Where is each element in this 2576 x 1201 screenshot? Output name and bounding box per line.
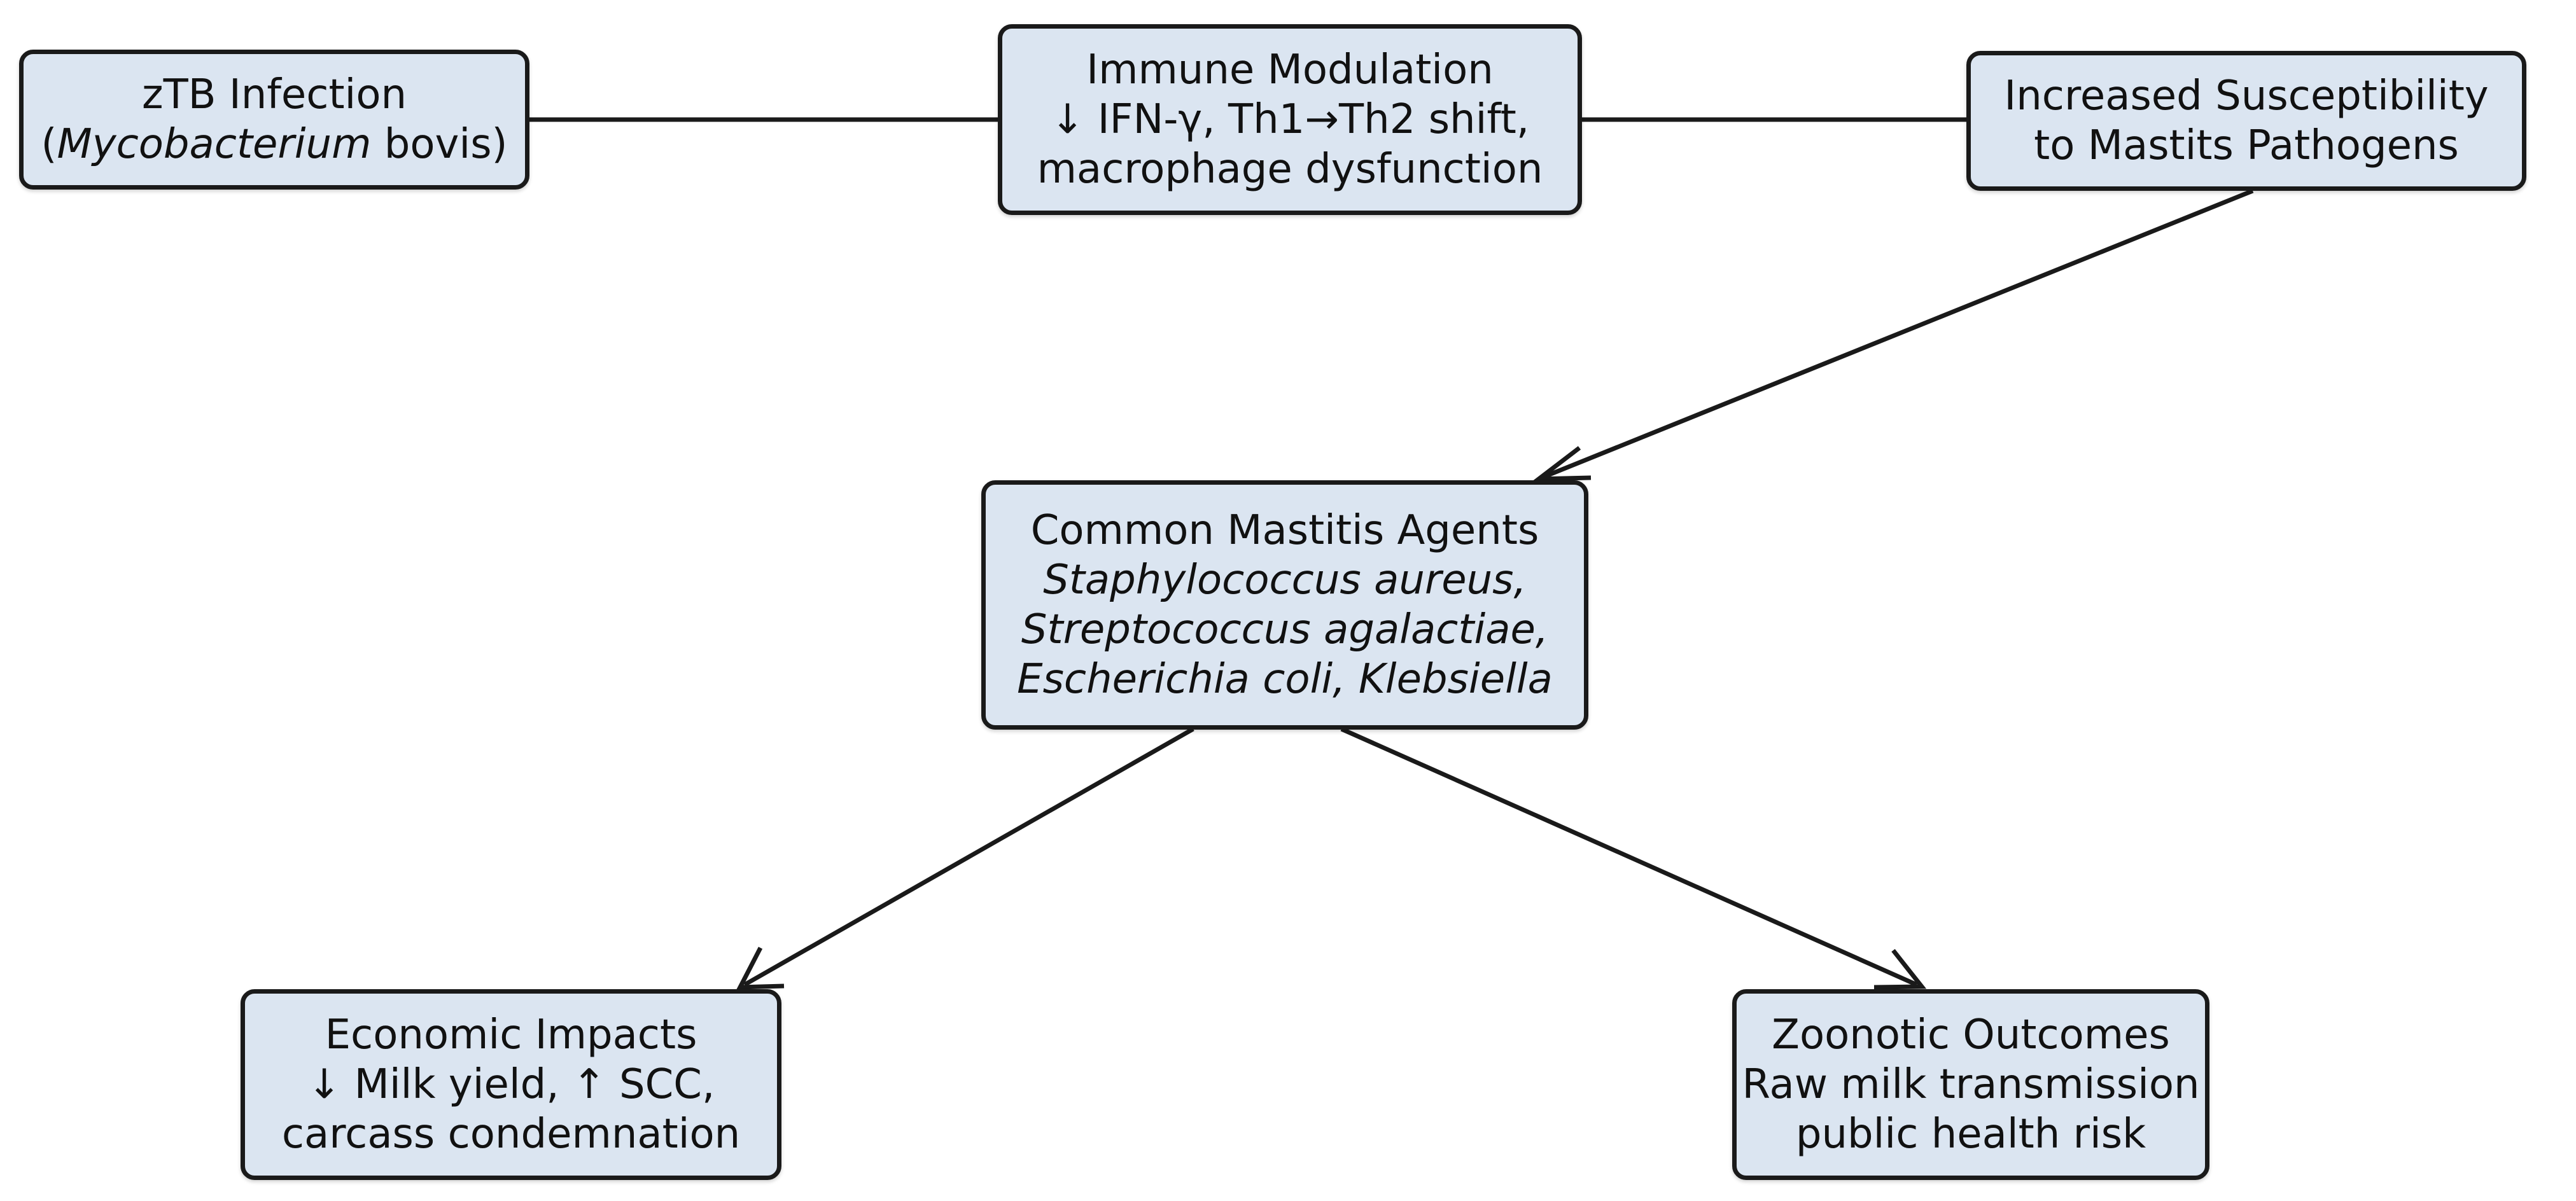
node-immune-line2: macrophage dysfunction [1037,146,1543,193]
node-common-mastitis-agents: Common Mastitis Agents Staphylococcus au… [981,480,1588,730]
node-economic-impacts: Economic Impacts ↓ Milk yield, ↑ SCC, ca… [241,989,781,1180]
node-zoonotic-outcomes: Zoonotic Outcomes Raw milk transmission … [1732,989,2209,1180]
node-agents-line2: Streptococcus agalactiae, [1021,606,1549,653]
node-susceptibility-line1: Increased Susceptibility [2004,72,2489,120]
node-ztb-species: bovis) [371,121,508,168]
node-immune-modulation: Immune Modulation ↓ IFN-γ, Th1→Th2 shift… [998,24,1582,215]
node-immune-line1: ↓ IFN-γ, Th1→Th2 shift, [1050,95,1530,143]
edge-agents-to-zoonotic [1340,726,1927,990]
node-agents-line1: Staphylococcus aureus, [1043,556,1527,604]
node-agents-title: Common Mastitis Agents [1030,506,1539,554]
edge-agents-to-economic [736,726,1194,990]
node-ztb-open-paren: ( [41,121,57,168]
node-ztb-pathogen: (Mycobacterium bovis) [41,120,508,169]
node-increased-susceptibility: Increased Susceptibility to Mastits Path… [1966,51,2526,191]
node-economic-line1: ↓ Milk yield, ↑ SCC, [307,1060,715,1108]
node-zoonotic-line1: Raw milk transmission [1742,1060,2200,1108]
node-immune-title: Immune Modulation [1086,46,1494,94]
node-ztb-title: zTB Infection [141,71,407,118]
node-ztb-infection: zTB Infection (Mycobacterium bovis) [19,50,529,190]
node-agents-line3: Escherichia coli, Klebsiella [1017,656,1553,704]
node-economic-title: Economic Impacts [325,1011,697,1059]
node-zoonotic-title: Zoonotic Outcomes [1772,1011,2170,1059]
node-economic-line2: carcass condemnation [281,1111,741,1158]
node-susceptibility-line2: to Mastits Pathogens [2034,122,2459,169]
node-zoonotic-line2: public health risk [1795,1111,2146,1158]
edge-susceptibility-to-agents [1532,188,2254,482]
node-ztb-genus: Mycobacterium [57,121,372,168]
